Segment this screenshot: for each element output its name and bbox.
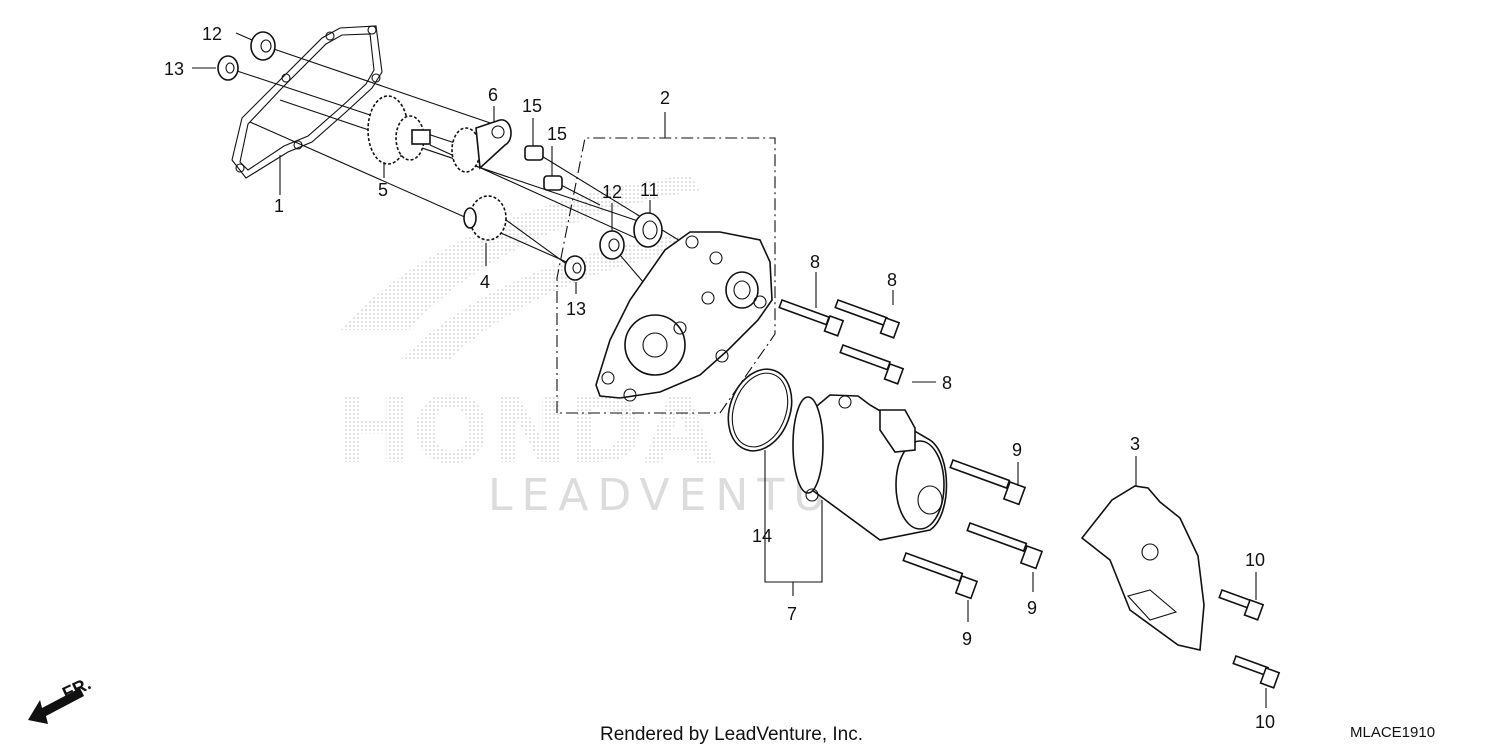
gasket-hole	[367, 25, 377, 35]
gear-part-5[interactable]	[367, 95, 431, 165]
assembly-box-part-2	[556, 137, 776, 414]
callout-7: 7	[787, 604, 797, 624]
washer-part-13-top[interactable]	[217, 55, 239, 81]
gear-part-4[interactable]	[463, 195, 507, 241]
bolt-part-8-c[interactable]	[839, 343, 905, 385]
dowel-pin-part-15-lower[interactable]	[543, 175, 563, 191]
callout-12-top: 12	[202, 24, 222, 44]
callout-4: 4	[480, 272, 490, 292]
callout-13-top: 13	[164, 59, 184, 79]
gasket-hole	[235, 163, 245, 173]
bolt-part-9-a[interactable]	[949, 458, 1027, 506]
gasket-hole	[293, 140, 303, 150]
washer-part-12-top[interactable]	[250, 31, 276, 61]
callout-11: 11	[640, 180, 659, 200]
honda-wing-watermark-lower	[400, 235, 690, 360]
shift-cover-housing-part-2[interactable]	[595, 231, 773, 402]
callout-10-a: 10	[1245, 550, 1265, 570]
gear-part-6[interactable]	[451, 119, 512, 173]
callout-15-upper: 15	[522, 96, 542, 116]
gasket-hole	[325, 31, 335, 41]
gasket-hole	[281, 73, 291, 83]
callout-9-a: 9	[1012, 440, 1022, 460]
diagram-code: MLACE1910	[1350, 724, 1435, 741]
gasket-hole	[371, 73, 381, 83]
callout-15-lower: 15	[547, 124, 567, 144]
callout-13-mid: 13	[566, 299, 586, 319]
callout-2: 2	[660, 88, 670, 108]
motor-cover-part-3[interactable]	[1080, 485, 1205, 651]
rendered-by-footer: Rendered by LeadVenture, Inc.	[600, 724, 863, 745]
honda-watermark-text: HONDA	[335, 377, 715, 484]
honda-wing-watermark	[340, 175, 700, 330]
callout-14: 14	[752, 526, 772, 546]
gasket-part-1[interactable]	[231, 25, 383, 179]
shift-motor-part-7[interactable]	[792, 394, 948, 541]
callout-8-b: 8	[887, 270, 897, 290]
callout-5: 5	[378, 180, 388, 200]
bearing-part-12-mid[interactable]	[599, 230, 625, 260]
bolt-part-8-b[interactable]	[834, 298, 901, 339]
washer-part-13-mid[interactable]	[564, 255, 586, 281]
front-direction-arrow-icon	[28, 688, 84, 724]
callout-1: 1	[274, 196, 284, 216]
bolt-part-9-c[interactable]	[902, 551, 979, 600]
bolt-part-9-b[interactable]	[966, 521, 1044, 570]
bolt-part-10-a[interactable]	[1218, 588, 1265, 621]
callout-8-c: 8	[942, 373, 952, 393]
callout-9-b: 9	[1027, 598, 1037, 618]
callout-9-c: 9	[962, 629, 972, 649]
honda-watermark: HONDA	[335, 175, 715, 484]
o-ring-part-14[interactable]	[717, 360, 802, 459]
bolt-part-10-b[interactable]	[1232, 654, 1281, 689]
dowel-pin-part-15-upper[interactable]	[524, 145, 544, 161]
callout-12-mid: 12	[602, 182, 622, 202]
callout-6: 6	[488, 85, 498, 105]
callout-10-b: 10	[1255, 712, 1275, 732]
callout-3: 3	[1130, 434, 1140, 454]
callout-8-a: 8	[810, 252, 820, 272]
bolt-part-8-a[interactable]	[778, 298, 845, 337]
oil-seal-part-11[interactable]	[633, 212, 663, 248]
